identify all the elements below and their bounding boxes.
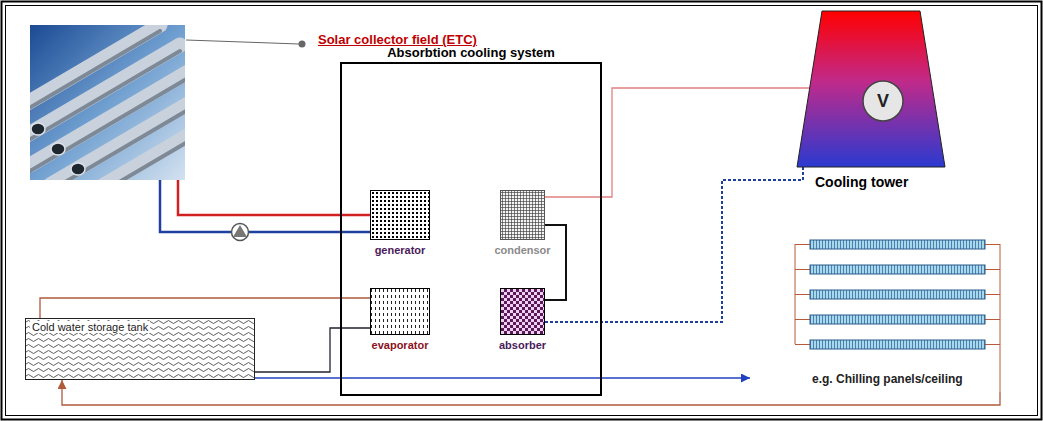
- chilling-panels: e.g. Chilling panels/ceiling: [750, 232, 1012, 392]
- refrigerant-line: [545, 225, 566, 300]
- component-label: condensor: [494, 244, 550, 256]
- storage-tank: Cold water storage tank: [25, 318, 255, 380]
- tower-trapezoid: [797, 11, 945, 167]
- tower-label: Cooling tower: [815, 174, 908, 190]
- evaporator-box: evaporator: [370, 288, 430, 335]
- collector-illustration: [30, 25, 185, 180]
- chilled-water-pipe: [255, 328, 370, 372]
- component-label: absorber: [499, 339, 546, 351]
- tube-ends: [31, 123, 85, 175]
- chilled-water-pipe: [40, 298, 370, 318]
- pump-symbol: [232, 224, 249, 241]
- supply-arrow: [255, 377, 750, 379]
- absorber-box: absorber: [500, 288, 545, 335]
- return-water-pipe: [160, 180, 370, 232]
- manifold-lines: [795, 244, 1000, 392]
- wave-pattern: [26, 319, 254, 379]
- component-label: generator: [375, 244, 426, 256]
- tube-shade: [30, 31, 185, 180]
- collector-callout: Solar collector field (ETC): [318, 32, 477, 47]
- chilling-panel: [810, 240, 985, 349]
- condensor-box: condensor: [500, 190, 545, 240]
- panel-array: [750, 232, 1012, 392]
- leader-dot: [299, 41, 306, 48]
- fan-letter: V: [863, 81, 903, 121]
- generator-box: generator: [370, 190, 430, 240]
- tank-label: Cold water storage tank: [30, 321, 150, 333]
- system-box: Absorbtion cooling systemgeneratorconden…: [340, 62, 602, 396]
- cooling-tower: VCooling tower: [795, 9, 947, 169]
- tower-shape: [795, 9, 947, 169]
- solar-collector: Solar collector field (ETC): [30, 25, 185, 180]
- cooling-water-pipe: [545, 167, 803, 322]
- fan-circle: [863, 81, 903, 121]
- panels-label: e.g. Chilling panels/ceiling: [812, 372, 963, 386]
- component-label: evaporator: [372, 339, 429, 351]
- leader-line: [186, 40, 299, 44]
- pump-triangle: [233, 225, 247, 237]
- system-title: Absorbtion cooling system: [342, 45, 600, 60]
- inner-frame: [6, 6, 1038, 416]
